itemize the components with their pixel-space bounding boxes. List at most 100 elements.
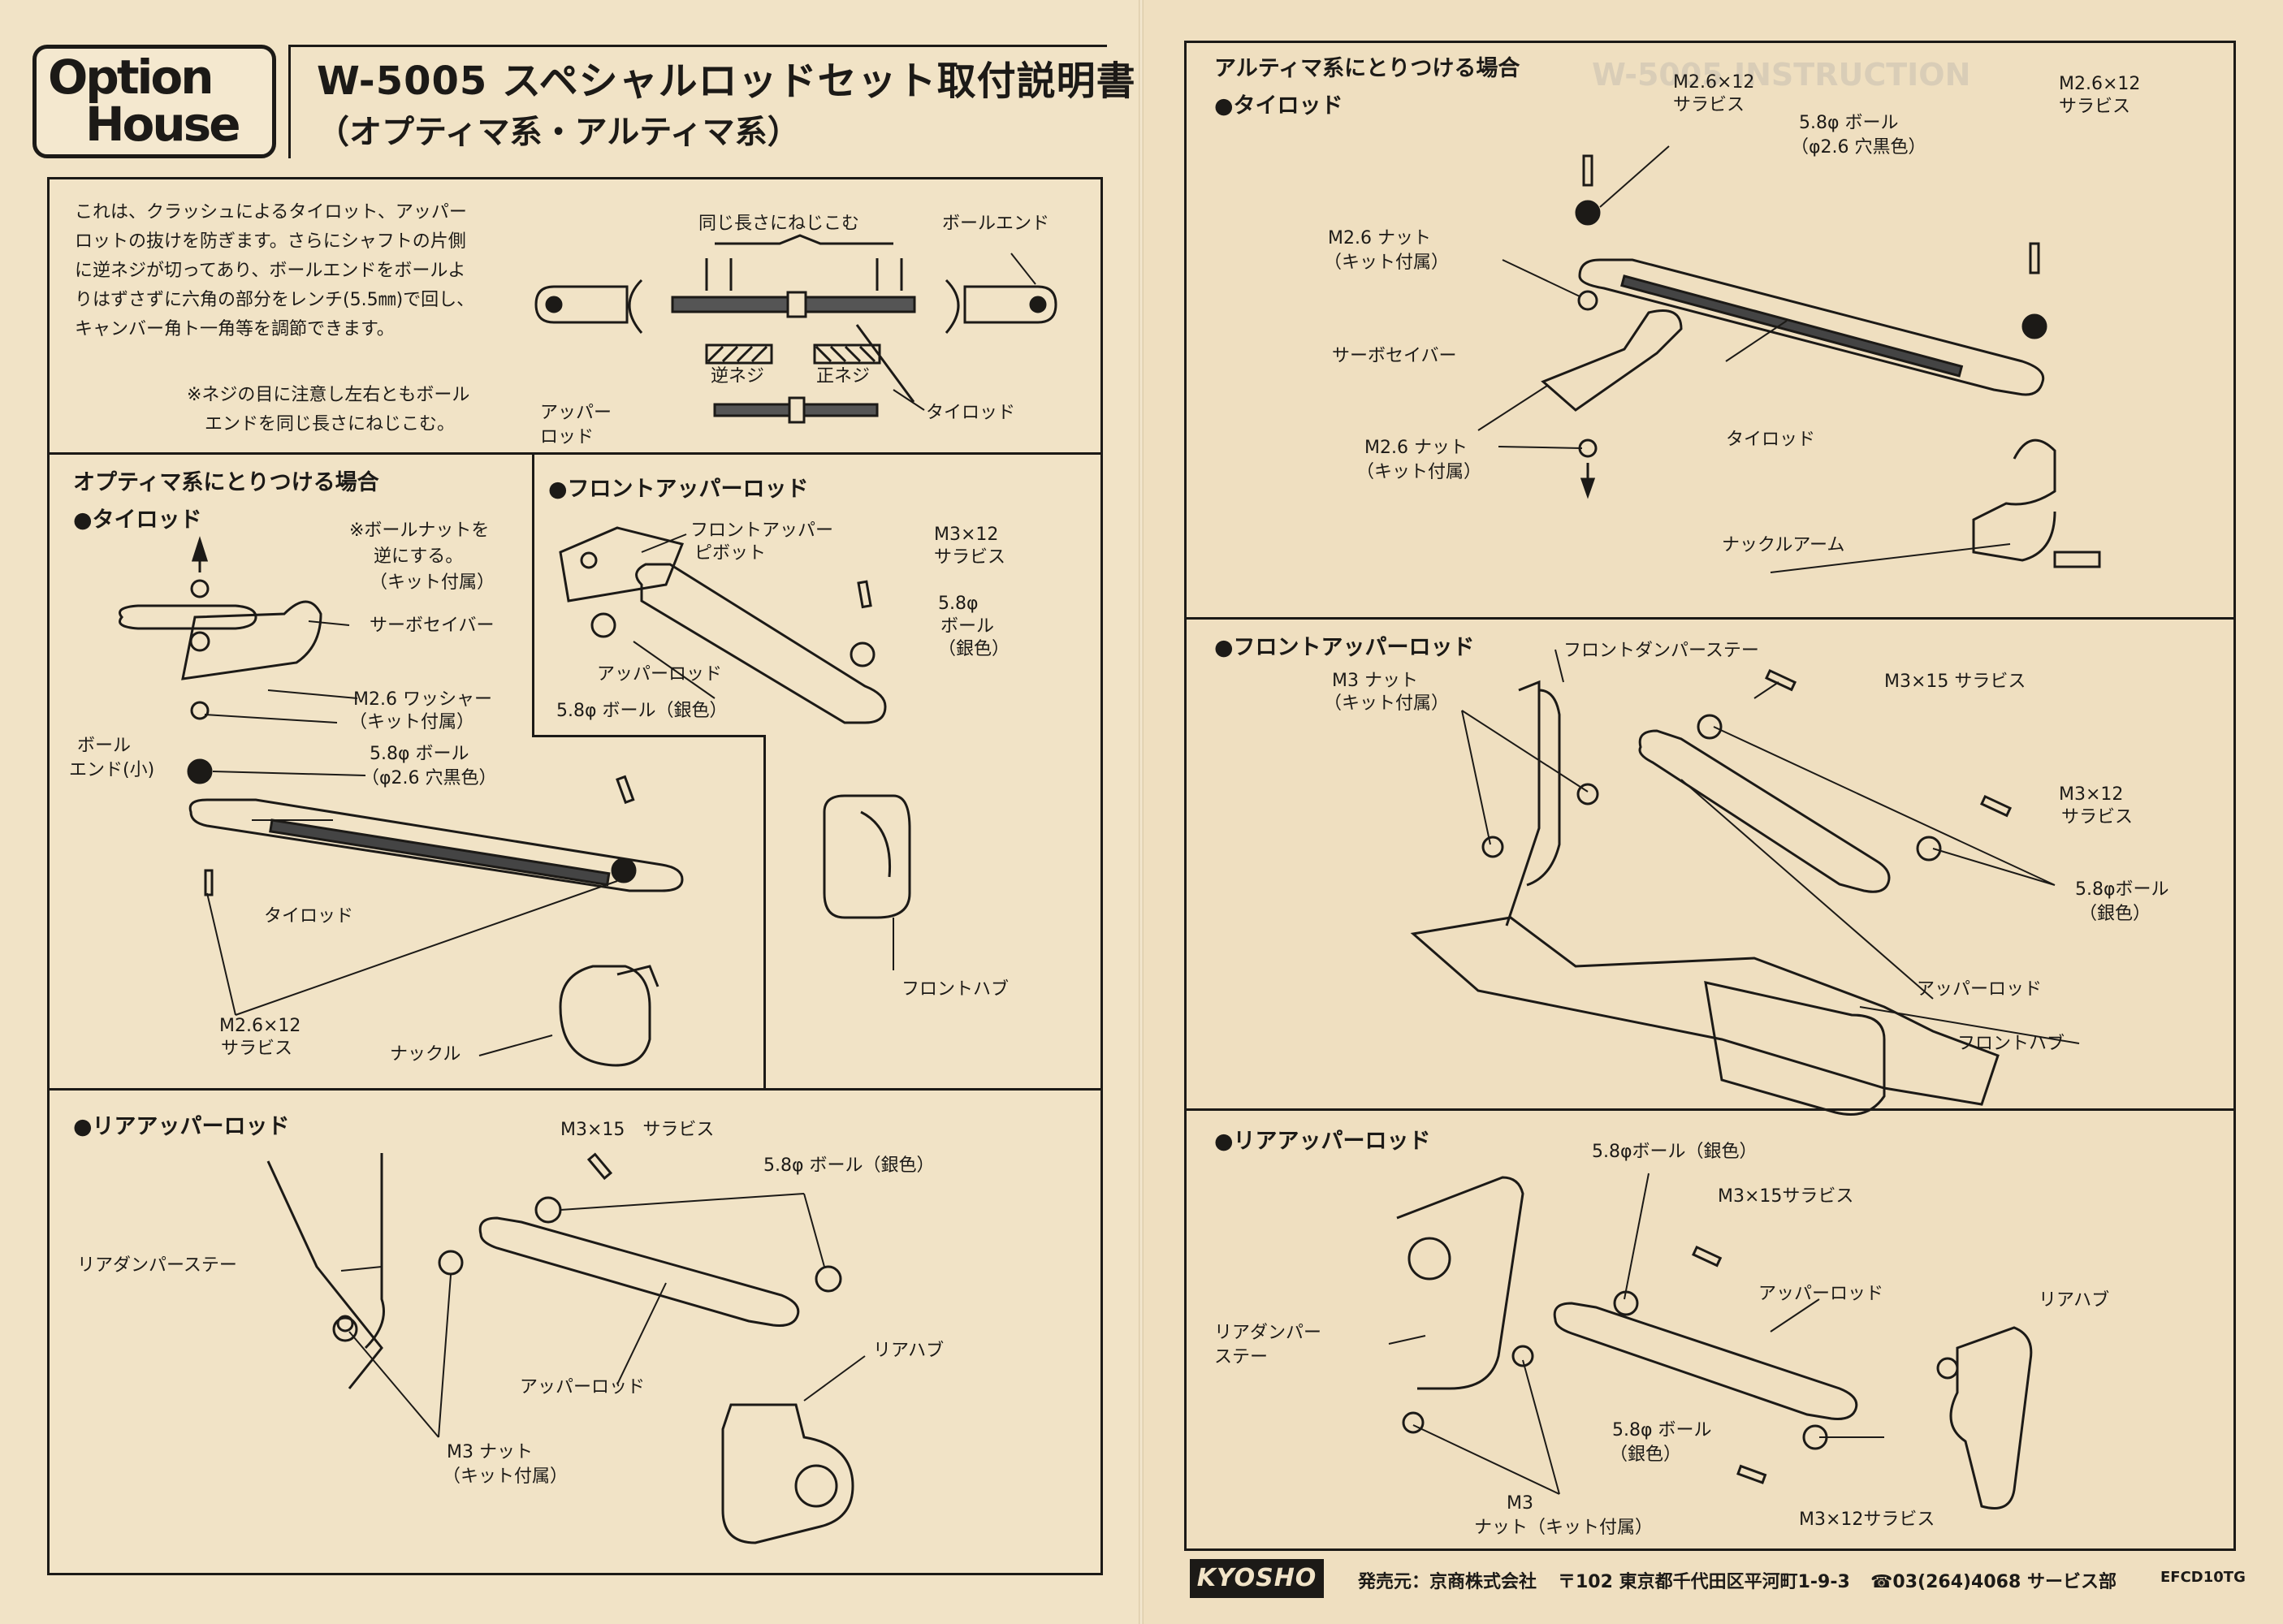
optima-upper-rod xyxy=(635,563,887,724)
ultima-front-screw-b-2: サラビス xyxy=(2061,807,2134,827)
ultima-front-ball-2: （銀色） xyxy=(2079,904,2151,924)
ultima-servo-saver-label: サーボセイバー xyxy=(1332,346,1457,366)
option-house-logo: Option House xyxy=(32,45,276,158)
reverse-thread-swatch xyxy=(705,343,773,365)
ultima-rear-ball-top: 5.8φボール（銀色） xyxy=(1592,1142,1758,1162)
ultima-screw-b-1: M2.6×12 xyxy=(2059,74,2141,94)
intro-ball-end-right xyxy=(963,285,1057,324)
optima-front-upper-pivot xyxy=(559,526,685,603)
intro-line-2: ロットの抜けを防ぎます。さらにシャフトの片側 xyxy=(75,231,466,252)
ultima-servo-saver xyxy=(1541,309,1683,412)
ultima-front-screw-b-1: M3×12 xyxy=(2059,784,2124,805)
optima-washer-label-1: M2.6 ワッシャー xyxy=(353,689,492,710)
ultima-ball-label-1: 5.8φ ボール xyxy=(1799,113,1899,133)
optima-rear-hub xyxy=(721,1403,854,1544)
optima-ball-nut-note-3: （キット付属） xyxy=(370,572,495,593)
optima-front-upper-heading: ●フロントアッパーロッド xyxy=(548,477,809,502)
optima-tierod-heading: ●タイロッド xyxy=(73,508,202,533)
right-frame xyxy=(1184,41,2236,1551)
intro-arrow-left xyxy=(628,279,643,334)
optima-washer-label-2: （キット付属） xyxy=(349,712,475,732)
intro-arrow-right xyxy=(945,279,960,334)
optima-ball-label-2: （φ2.6 穴黒色） xyxy=(361,768,497,788)
optima-rear-upper-heading: ●リアアッパーロッド xyxy=(73,1114,290,1139)
ultima-front-nut-1: M3 ナット xyxy=(1332,671,1418,691)
optima-ball-silver-label: 5.8φ ボール（銀色） xyxy=(556,701,728,721)
ultima-nut-b-1: M2.6 ナット xyxy=(1364,438,1468,458)
ultima-rear-damper-stay-2: ステー xyxy=(1214,1347,1269,1367)
logo-line-1: Option xyxy=(48,50,214,105)
ultima-rear-upper-rod-label: アッパーロッド xyxy=(1758,1284,1884,1304)
ultima-front-damper-stay-label: フロントダンパーステー xyxy=(1563,641,1759,661)
optima-rear-ball-label: 5.8φ ボール（銀色） xyxy=(763,1155,935,1176)
optima-pivot-label-1: フロントアッパー xyxy=(690,520,834,541)
optima-rear-hub-label: リアハブ xyxy=(873,1341,945,1361)
ultima-rear-ball-2: （銀色） xyxy=(1610,1445,1682,1465)
title-rule-top xyxy=(288,45,1107,47)
ultima-upper-rod xyxy=(1638,729,1891,893)
footer-address: 〒102 東京都千代田区平河町1-9-3 xyxy=(1558,1572,1850,1592)
ultima-front-nut-2: （キット付属） xyxy=(1324,693,1450,714)
optima-pivot-label-2: ピボット xyxy=(694,543,767,564)
bleed-through-text: W-5005 INSTRUCTION xyxy=(1592,57,1971,93)
intro-line-4: りはずさずに六角の部分をレンチ(5.5㎜)で回し、 xyxy=(75,290,475,310)
ultima-rear-damper-stay-1: リアダンパー xyxy=(1214,1323,1322,1343)
optima-screw-label-1: M2.6×12 xyxy=(219,1016,301,1036)
ultima-front-screw-a: M3×15 サラビス xyxy=(1884,672,2026,692)
optima-front-ball-2: ボール xyxy=(940,616,995,637)
optima-heading: オプティマ系にとりつける場合 xyxy=(73,470,379,495)
optima-upper-rod-label: アッパーロッド xyxy=(597,664,723,685)
intro-divider xyxy=(47,452,1103,455)
intro-line-3: に逆ネジが切ってあり、ボールエンドをボールよ xyxy=(75,261,466,281)
document-subtitle: （オプティマ系・アルティマ系） xyxy=(317,114,800,151)
ultima-rear-nut-1: M3 xyxy=(1507,1493,1533,1514)
optima-ball-label-1: 5.8φ ボール xyxy=(370,744,469,764)
intro-note-2: エンドを同じ長さにねじこむ。 xyxy=(205,414,456,434)
ultima-tie-rod xyxy=(1578,258,2045,396)
optima-col-step xyxy=(532,735,765,737)
ultima-tie-rod-label: タイロッド xyxy=(1726,430,1816,450)
label-upper-rod-2: ロッド xyxy=(540,427,595,447)
ultima-front-divider xyxy=(1184,617,2236,620)
optima-front-screw-1: M3×12 xyxy=(934,525,999,545)
optima-knuckle xyxy=(559,965,651,1067)
ultima-upper-rod-label: アッパーロッド xyxy=(1917,979,2043,1000)
intro-ball-end-left xyxy=(534,285,629,324)
document-title: W-5005 スペシャルロッドセット取付説明書 xyxy=(317,58,1136,104)
ultima-screw-b-2: サラビス xyxy=(2059,97,2131,117)
optima-ball-end-small-1: ボール xyxy=(77,736,132,756)
optima-rear-screw-label: M3×15 サラビス xyxy=(560,1120,715,1140)
ultima-rear-upper-rod xyxy=(1553,1302,1858,1420)
ultima-rear-upper-heading: ●リアアッパーロッド xyxy=(1214,1129,1431,1154)
right-page xyxy=(1141,0,2283,1624)
ultima-knuckle-arm xyxy=(1972,438,2056,562)
kyosho-logo: KYOSHO xyxy=(1190,1559,1324,1598)
ultima-nut-a-1: M2.6 ナット xyxy=(1328,228,1431,248)
ultima-knuckle-arm-label: ナックルアーム xyxy=(1722,535,1845,555)
ultima-rear-screw-b: M3×12サラビス xyxy=(1799,1510,1935,1530)
footer-publisher: 発売元：京商株式会社 xyxy=(1358,1572,1537,1592)
optima-rear-nut-label-1: M3 ナット xyxy=(447,1442,533,1462)
ultima-rear-ball-1: 5.8φ ボール xyxy=(1612,1420,1712,1440)
optima-front-hub-label: フロントハブ xyxy=(902,979,1010,1000)
ultima-front-ball-1: 5.8φボール xyxy=(2075,879,2169,900)
optima-rear-damper-stay-label: リアダンパーステー xyxy=(77,1255,237,1276)
optima-tie-rod-label: タイロッド xyxy=(264,906,354,926)
label-ball-end: ボールエンド xyxy=(942,214,1050,234)
logo-line-2: House xyxy=(85,97,241,152)
ultima-heading: アルティマ系にとりつける場合 xyxy=(1214,56,1520,81)
ultima-ball-label-2: （φ2.6 穴黒色） xyxy=(1791,137,1926,158)
ultima-rear-divider xyxy=(1184,1108,2236,1111)
ultima-suspension-arm xyxy=(1410,916,2000,1106)
optima-front-ball-1: 5.8φ xyxy=(938,594,979,614)
ultima-rear-damper-stay xyxy=(1396,1176,1524,1390)
footer-code: EFCD10TG xyxy=(2160,1569,2246,1586)
optima-col-divider-b xyxy=(763,735,766,1088)
ultima-screw-a-2: サラビス xyxy=(1673,95,1745,115)
optima-front-ball-3: （銀色） xyxy=(938,639,1010,659)
optima-servo-saver-label: サーボセイバー xyxy=(370,615,495,636)
optima-front-screw-2: サラビス xyxy=(934,547,1006,568)
footer-phone: ☎03(264)4068 サービス部 xyxy=(1870,1572,2117,1592)
label-reverse-thread: 逆ネジ xyxy=(711,366,765,387)
